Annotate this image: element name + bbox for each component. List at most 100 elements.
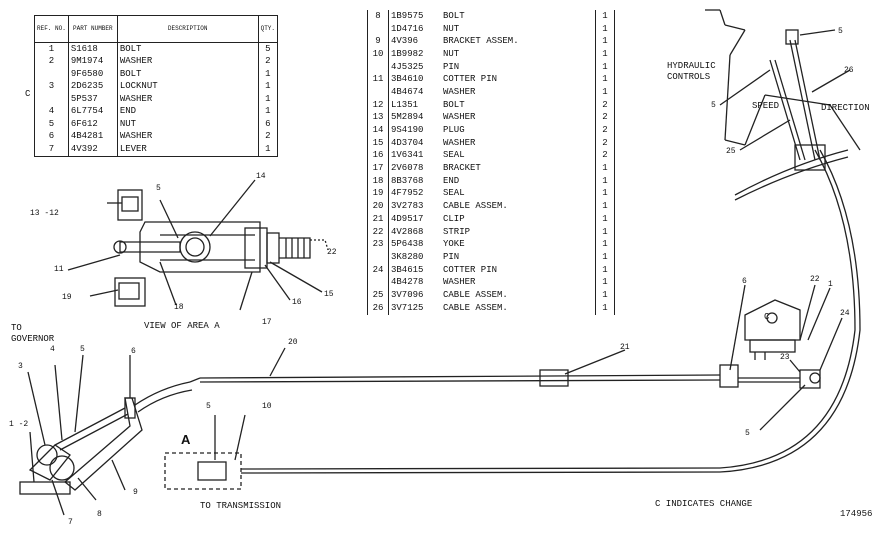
callout-16: 16 <box>292 298 302 307</box>
cell-desc: END <box>119 106 137 117</box>
governor-linkage-drawing <box>19 354 143 516</box>
cell-ref: 3 <box>34 80 69 93</box>
cell-ref: 1 <box>34 42 69 56</box>
cell-part: 2D6235 <box>68 80 118 93</box>
cell-desc: LOCKNUT <box>119 81 158 92</box>
cell-part: 4D3704 <box>391 137 424 148</box>
cell-qty: 2 <box>595 111 615 125</box>
cell-ref: 17 <box>367 162 389 175</box>
cell-ref: 8 <box>367 10 389 23</box>
cell-part: L1351 <box>391 99 419 110</box>
cell-qty: 2 <box>595 124 615 137</box>
cell-desc: BOLT <box>119 68 142 79</box>
to-transmission-label: TO TRANSMISSION <box>200 501 282 511</box>
header-description: DESCRIPTION <box>117 15 259 43</box>
cell-ref: 12 <box>367 98 389 112</box>
callout-5d: 5 <box>838 27 843 36</box>
cell-part: 3B4610 <box>391 74 424 85</box>
callout-5c: 5 <box>206 402 211 411</box>
callout-13-12: 13 -12 <box>30 209 59 218</box>
cell-desc: SEAL <box>443 150 465 161</box>
cell-desc: CLIP <box>443 213 465 224</box>
cell-ref: 10 <box>367 48 389 61</box>
cell-part: 1B9982 <box>391 48 424 59</box>
cell-part: 1B9575 <box>391 10 424 21</box>
cell-ref <box>367 60 389 74</box>
cell-qty: 1 <box>595 86 615 99</box>
area-a-detail-drawing <box>67 179 329 311</box>
cell-qty: 2 <box>595 149 615 163</box>
cell-desc: WASHER <box>443 112 476 123</box>
header-ref-no: REF. NO. <box>34 15 69 43</box>
cell-desc: PIN <box>443 61 460 72</box>
cell-ref <box>367 276 389 290</box>
callout-15: 15 <box>324 290 334 299</box>
cell-qty: 1 <box>595 35 615 49</box>
cell-part: 4F7952 <box>391 188 424 199</box>
cell-desc: BOLT <box>119 43 142 54</box>
area-a-marker: A <box>181 432 191 447</box>
cell-part: 5M2894 <box>391 112 424 123</box>
cell-part: 3B4615 <box>391 264 424 275</box>
cell-desc: PIN <box>443 251 460 262</box>
hydraulic-controls-label: HYDRAULIC CONTROLS <box>667 61 716 82</box>
cell-ref <box>367 86 389 99</box>
cell-part: 6F612 <box>68 118 118 131</box>
cell-qty: 2 <box>257 130 278 143</box>
cell-ref: 15 <box>367 136 389 150</box>
callout-7: 7 <box>68 518 73 527</box>
cell-ref: 21 <box>367 213 389 226</box>
cell-part: 3V7125 <box>391 302 424 313</box>
cell-part: 5P537 <box>68 93 118 106</box>
c-indicates-change-note: C INDICATES CHANGE <box>655 499 753 509</box>
callout-1: 1 <box>828 280 833 289</box>
cell-qty: 2 <box>257 55 278 68</box>
callout-24: 24 <box>840 309 850 318</box>
cell-part: 4V2868 <box>391 226 424 237</box>
callout-25: 25 <box>726 147 736 156</box>
cell-qty: 1 <box>257 68 278 81</box>
callout-3: 3 <box>18 362 23 371</box>
callout-1-2: 1 -2 <box>9 420 29 429</box>
cell-qty: 5 <box>257 42 278 56</box>
cell-part: 1V6341 <box>391 150 424 161</box>
drawing-number: 174956 <box>840 509 873 519</box>
cell-desc: WASHER <box>119 56 153 67</box>
cell-part: 4D9517 <box>391 213 424 224</box>
hydraulic-controls-drawing <box>705 9 861 201</box>
cell-qty: 2 <box>595 98 615 112</box>
cell-ref: 19 <box>367 187 389 201</box>
callout-22: 22 <box>327 248 337 257</box>
cell-qty: 1 <box>595 238 615 252</box>
cell-part: 5P6438 <box>391 239 424 250</box>
cell-qty: 1 <box>257 93 278 106</box>
cell-desc: WASHER <box>119 131 153 142</box>
cell-part: S1618 <box>68 42 118 56</box>
cell-part: 4V392 <box>68 143 118 156</box>
cell-qty: 1 <box>595 276 615 290</box>
cell-part: 3K8280 <box>391 251 424 262</box>
cell-part: 9M1974 <box>68 55 118 68</box>
cell-ref: 13 <box>367 111 389 125</box>
callout-8: 8 <box>97 510 102 519</box>
cell-ref: 6 <box>34 130 69 143</box>
cell-desc: NUT <box>443 48 460 59</box>
callout-5e: 5 <box>711 101 716 110</box>
